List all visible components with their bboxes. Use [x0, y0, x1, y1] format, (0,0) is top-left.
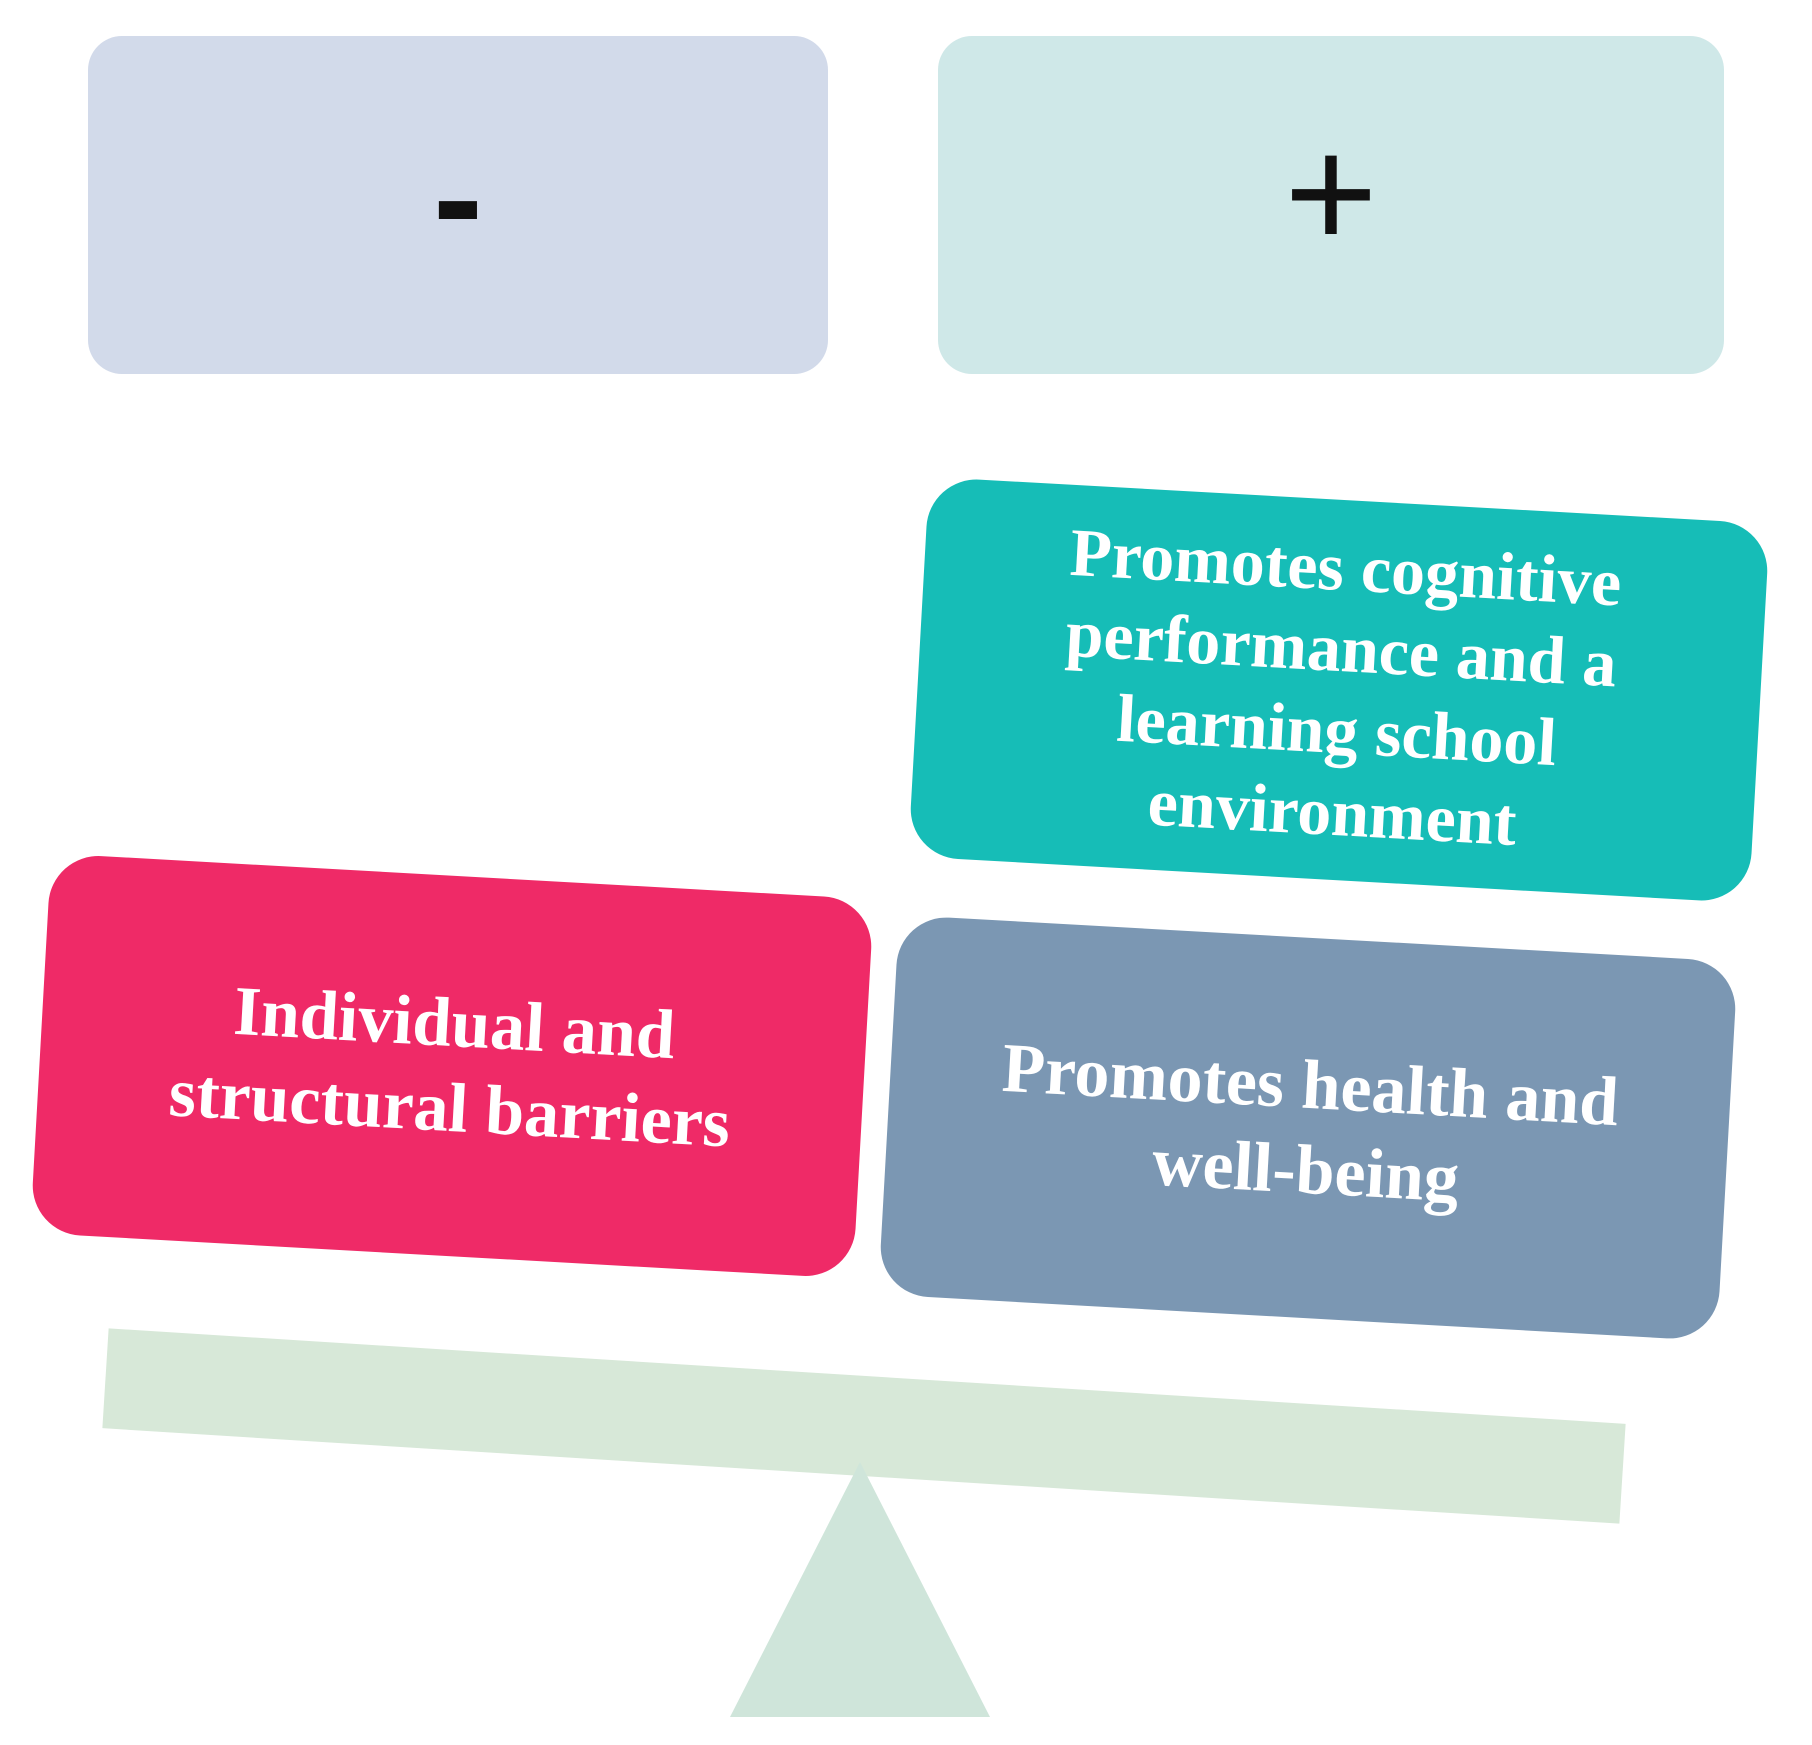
health-wellbeing-box: Promotes health and well-being [878, 914, 1738, 1342]
health-wellbeing-label: Promotes health and well-being [1000, 1029, 1621, 1218]
cognitive-performance-box: Promotes cognitive performance and a lea… [908, 476, 1770, 904]
negative-side-header: - [88, 36, 828, 374]
plus-symbol: + [1284, 103, 1378, 282]
barriers-label: Individual and structural barriers [167, 972, 733, 1163]
minus-symbol: - [433, 113, 483, 281]
barriers-box: Individual and structural barriers [30, 853, 874, 1279]
positive-side-header: + [938, 36, 1724, 374]
scale-fulcrum [730, 1462, 990, 1717]
cognitive-performance-label: Promotes cognitive performance and a lea… [1063, 513, 1624, 860]
